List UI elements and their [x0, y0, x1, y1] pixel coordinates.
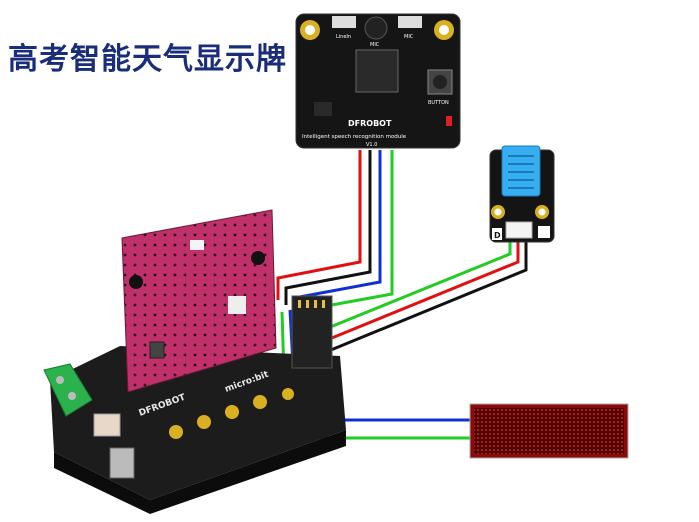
sensor-wires	[317, 242, 528, 354]
dht11-sensor-module: D	[489, 145, 555, 243]
version-label: V1.0	[366, 142, 377, 148]
microbit-board	[121, 209, 277, 393]
page-title: 高考智能天气显示牌	[8, 42, 287, 77]
wire-blue	[292, 150, 382, 310]
wire-red	[321, 242, 520, 344]
module-caption: Intelligent speech recognition module	[302, 134, 407, 140]
mic-label-right: MIC	[404, 34, 414, 40]
linein-label: LineIn	[336, 34, 351, 40]
pin-d-label: D	[494, 231, 501, 240]
status-led	[446, 116, 452, 126]
wire-red	[276, 150, 362, 300]
button-label: BUTTON	[428, 100, 449, 106]
speech-recognition-module: LineIn MIC MIC BUTTON DFROBOT Intelligen…	[295, 13, 461, 149]
microbit-expansion-board: DFROBOT micro:bit	[43, 295, 346, 514]
wire-black	[325, 242, 528, 354]
brand-logo: DFROBOT	[348, 119, 392, 128]
wire-green	[317, 242, 512, 334]
mic-label-left: MIC	[370, 42, 380, 48]
wire-black	[284, 150, 372, 305]
speech-wires	[276, 150, 394, 318]
led-matrix-display	[469, 403, 629, 459]
